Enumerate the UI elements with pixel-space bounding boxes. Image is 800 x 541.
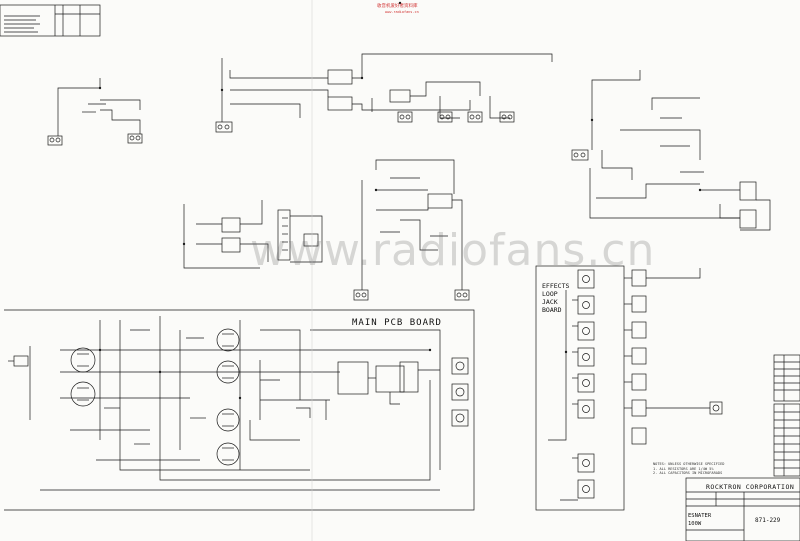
product-wattage: 100W bbox=[688, 521, 702, 527]
preamp-selector-circuit bbox=[215, 53, 553, 133]
effects-loop-jack-board bbox=[535, 265, 723, 511]
watermark: www.radiofans.cn bbox=[250, 225, 656, 276]
tone-stack-circuit bbox=[353, 159, 470, 301]
site-header-subtext: www.radiofans.cn bbox=[385, 10, 419, 14]
revision-block bbox=[0, 4, 101, 37]
document-number: 871-229 bbox=[755, 517, 781, 524]
effects-loop-title: EFFECTS LOOP JACK BOARD bbox=[542, 282, 570, 314]
title-block bbox=[685, 477, 800, 541]
site-header-text: 收音机爱好者资料库 bbox=[377, 4, 418, 9]
main-pcb-board bbox=[4, 309, 475, 511]
company-name: ROCKTRON CORPORATION bbox=[706, 483, 795, 491]
bias-circuit bbox=[183, 200, 323, 269]
notes-text: NOTES: UNLESS OTHERWISE SPECIFIED 1. ALL… bbox=[653, 462, 725, 476]
channel-switching-circuit bbox=[571, 70, 771, 231]
input-stage-circuit bbox=[47, 78, 143, 146]
product-name: ESNATER bbox=[688, 513, 712, 519]
junction-dots bbox=[98, 1, 702, 400]
parts-table bbox=[773, 354, 800, 477]
main-pcb-board-title: MAIN PCB BOARD bbox=[352, 318, 442, 328]
